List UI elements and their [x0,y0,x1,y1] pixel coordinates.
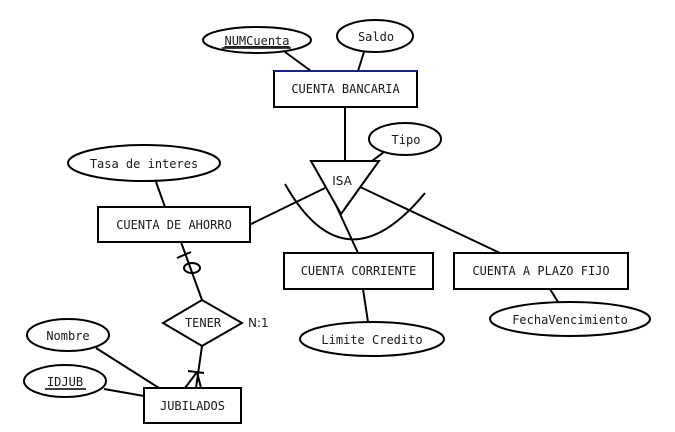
line-plazo-fecha [549,288,559,303]
attribute-saldo[interactable]: Saldo [336,19,414,53]
attribute-idjub[interactable]: IDJUB [23,364,107,398]
entity-label: CUENTA CORRIENTE [301,264,417,278]
isa-triangle[interactable]: ISA [309,160,381,216]
line-tipo [371,151,385,162]
line-corriente-limite [362,288,369,323]
line-nombre [95,347,160,389]
entity-cuenta-ahorro[interactable]: CUENTA DE AHORRO [97,206,251,243]
isa-arc [284,183,426,241]
line-saldo [357,51,365,72]
crowfoot-right [196,371,202,389]
entity-label: CUENTA BANCARIA [291,82,400,96]
optional-circle-ahorro [183,262,201,274]
attribute-tipo[interactable]: Tipo [368,122,442,156]
attribute-label: NUMCuenta [224,34,289,48]
attribute-numcuenta[interactable]: NUMCuenta [202,26,312,54]
entity-label: CUENTA A PLAZO FIJO [472,264,609,278]
attribute-limite-credito[interactable]: Limite Credito [299,321,445,357]
entity-cuenta-corriente[interactable]: CUENTA CORRIENTE [283,252,434,290]
attribute-label: Tipo [392,133,421,147]
one-mark-ahorro [176,251,192,259]
line-tasa [155,181,166,208]
line-isa-ahorro [248,187,326,226]
line-isa-plazo [357,185,501,254]
isa-label: ISA [332,174,352,188]
attribute-nombre[interactable]: Nombre [26,318,110,352]
line-numcuenta [284,51,312,72]
attribute-label: IDJUB [47,375,83,389]
entity-jubilados[interactable]: JUBILADOS [143,387,242,424]
attribute-label: FechaVencimiento [512,313,628,327]
crowfoot-left [184,371,198,389]
attribute-label: Nombre [46,329,89,343]
attribute-label: Tasa de interes [90,157,198,171]
entity-cuenta-plazo-fijo[interactable]: CUENTA A PLAZO FIJO [453,252,629,290]
line-idjub [103,388,145,397]
attribute-fecha-vencimiento[interactable]: FechaVencimiento [489,301,651,337]
cardinality-label: N:1 [248,316,269,330]
line-ahorro-tener [180,241,203,301]
entity-label: CUENTA DE AHORRO [116,218,232,232]
relationship-label: TENER [185,316,222,330]
attribute-tasa-interes[interactable]: Tasa de interes [67,144,221,182]
attribute-label: Limite Credito [321,333,422,347]
entity-label: JUBILADOS [160,399,225,413]
attribute-label: Saldo [358,30,394,44]
entity-cuenta-bancaria[interactable]: CUENTA BANCARIA [273,70,418,108]
relationship-tener[interactable]: TENER [161,298,245,348]
line-tener-jubilados [195,345,203,389]
